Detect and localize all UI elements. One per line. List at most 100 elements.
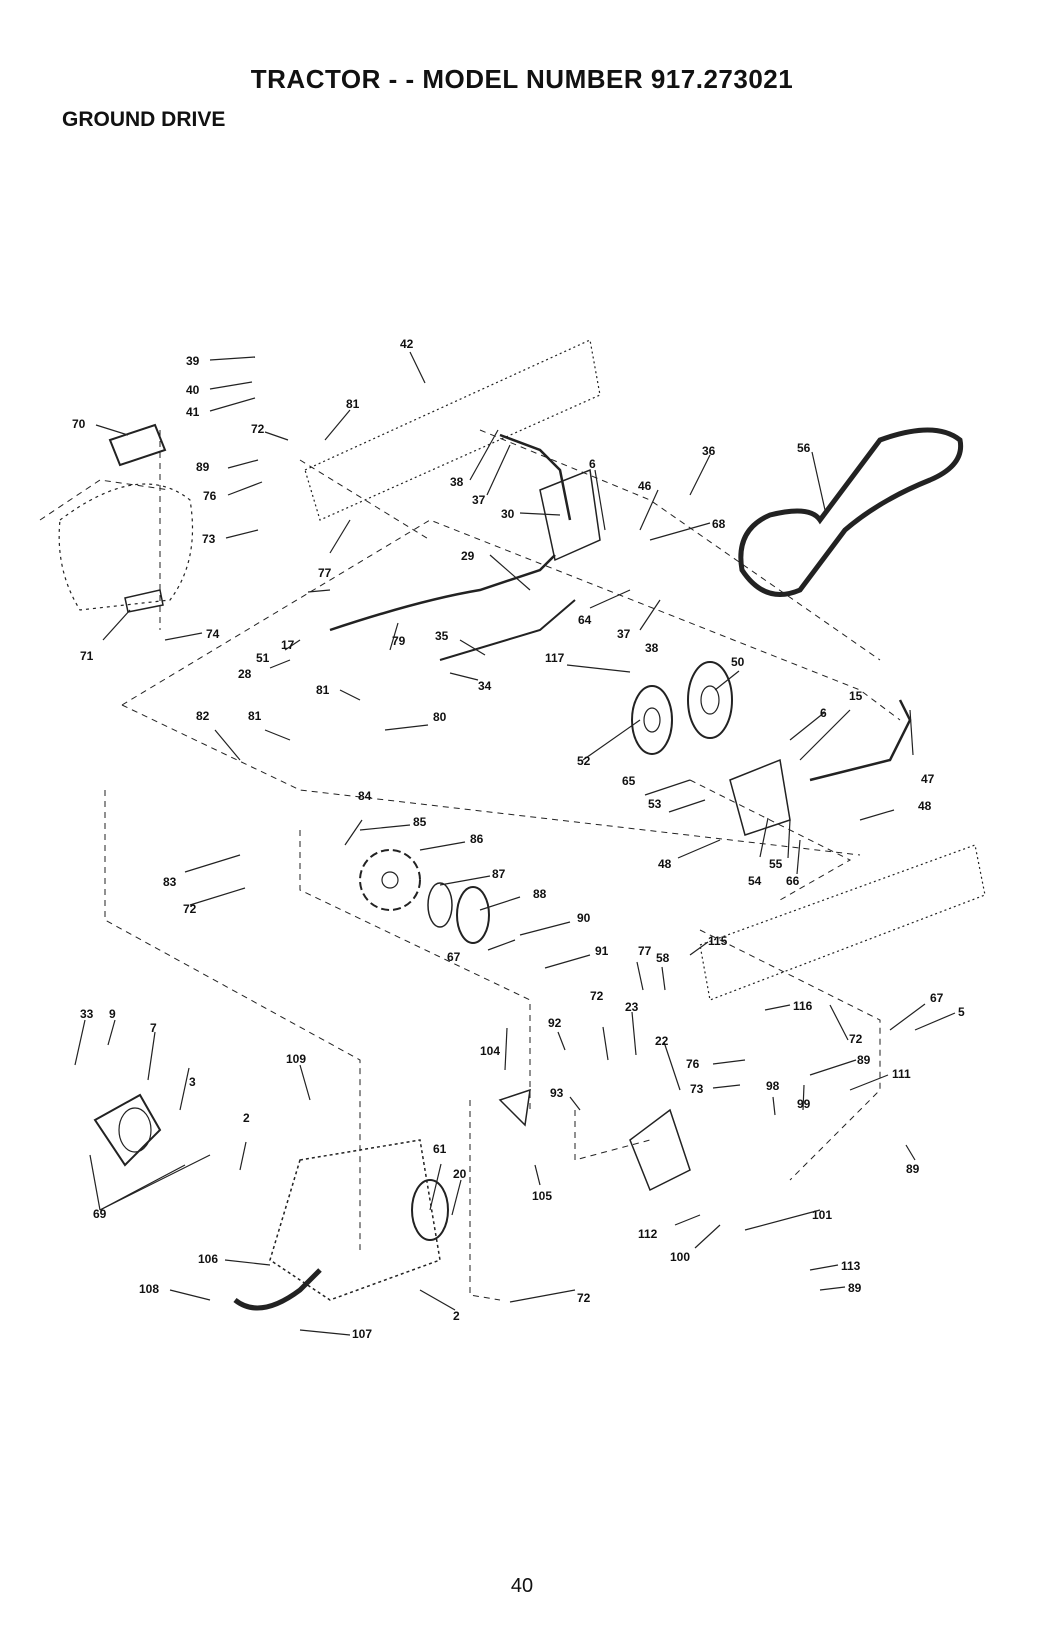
- callout: 23: [625, 1000, 639, 1014]
- callout: 15: [849, 689, 863, 703]
- callout: 106: [198, 1252, 218, 1266]
- callout: 6: [820, 706, 827, 720]
- callout: 67: [930, 991, 944, 1005]
- callout: 89: [848, 1281, 862, 1295]
- callout: 111: [892, 1067, 911, 1081]
- callout: 89: [857, 1053, 871, 1067]
- callout: 37: [472, 493, 486, 507]
- callout: 98: [766, 1079, 780, 1093]
- callout: 101: [812, 1208, 832, 1222]
- callout: 72: [251, 422, 265, 436]
- callout: 55: [769, 857, 783, 871]
- callout: 2: [243, 1111, 250, 1125]
- callout: 72: [849, 1032, 863, 1046]
- callout: 104: [480, 1044, 500, 1058]
- callout: 33: [80, 1007, 94, 1021]
- callout: 81: [248, 709, 262, 723]
- callout: 3: [189, 1075, 196, 1089]
- callout: 115: [708, 934, 728, 948]
- callout: 39: [186, 354, 200, 368]
- callout: 113: [841, 1259, 861, 1273]
- callout: 73: [202, 532, 216, 546]
- callout: 74: [206, 627, 220, 641]
- callout: 7: [150, 1021, 157, 1035]
- callout: 67: [447, 950, 461, 964]
- page-title: TRACTOR - - MODEL NUMBER 917.273021: [250, 64, 794, 94]
- callout: 109: [286, 1052, 306, 1066]
- callout: 79: [392, 634, 406, 648]
- callout: 81: [316, 683, 330, 697]
- callout: 37: [617, 627, 631, 641]
- callout: 34: [478, 679, 492, 693]
- callout: 51: [256, 651, 270, 665]
- callout: 66: [786, 874, 800, 888]
- callout: 48: [918, 799, 932, 813]
- callout: 89: [906, 1162, 920, 1176]
- callout: 77: [638, 944, 652, 958]
- callout: 58: [656, 951, 670, 965]
- callout: 20: [453, 1167, 467, 1181]
- callout: 81: [346, 397, 360, 411]
- callout: 82: [196, 709, 210, 723]
- callout: 50: [731, 655, 745, 669]
- section-subtitle: GROUND DRIVE: [62, 108, 226, 131]
- callout: 30: [501, 507, 515, 521]
- callout: 70: [72, 417, 86, 431]
- callout: 29: [461, 549, 475, 563]
- callout: 2: [453, 1309, 460, 1323]
- callout: 91: [595, 944, 609, 958]
- callout: 69: [93, 1207, 107, 1221]
- callout: 99: [797, 1097, 811, 1111]
- callout: 52: [577, 754, 591, 768]
- callout: 72: [183, 902, 197, 916]
- callout: 83: [163, 875, 177, 889]
- callout: 42: [400, 337, 414, 351]
- callout: 100: [670, 1250, 690, 1264]
- callout: 38: [450, 475, 464, 489]
- callout: 17: [281, 638, 295, 652]
- callout: 105: [532, 1189, 552, 1203]
- callout: 76: [686, 1057, 700, 1071]
- callout: 72: [577, 1291, 591, 1305]
- callout: 28: [238, 667, 252, 681]
- callout: 61: [433, 1142, 447, 1156]
- callout: 9: [109, 1007, 116, 1021]
- callout: 90: [577, 911, 591, 925]
- callout: 93: [550, 1086, 564, 1100]
- callout: 88: [533, 887, 547, 901]
- page-number: 40: [510, 1575, 534, 1597]
- callout: 73: [690, 1082, 704, 1096]
- callout: 112: [638, 1227, 658, 1241]
- callout: 68: [712, 517, 726, 531]
- callout: 71: [80, 649, 94, 663]
- callout: 117: [545, 651, 565, 665]
- callout: 86: [470, 832, 484, 846]
- callout: 35: [435, 629, 449, 643]
- callout: 89: [196, 460, 210, 474]
- callout: 38: [645, 641, 659, 655]
- callout: 41: [186, 405, 200, 419]
- callout: 22: [655, 1034, 669, 1048]
- callout: 36: [702, 444, 716, 458]
- callout: 85: [413, 815, 427, 829]
- callout: 72: [590, 989, 604, 1003]
- callout: 6: [589, 457, 596, 471]
- callout: 92: [548, 1016, 562, 1030]
- callout: 53: [648, 797, 662, 811]
- callout: 54: [748, 874, 762, 888]
- callout: 47: [921, 772, 935, 786]
- callout: 76: [203, 489, 217, 503]
- callout: 65: [622, 774, 636, 788]
- callout: 64: [578, 613, 592, 627]
- callout: 56: [797, 441, 811, 455]
- callout: 107: [352, 1327, 372, 1341]
- callout: 80: [433, 710, 447, 724]
- callout: 46: [638, 479, 652, 493]
- callout: 84: [358, 789, 372, 803]
- callout: 116: [793, 999, 813, 1013]
- callout: 77: [318, 566, 332, 580]
- callout: 40: [186, 383, 200, 397]
- callout: 5: [958, 1005, 965, 1019]
- callout: 48: [658, 857, 672, 871]
- callout: 108: [139, 1282, 159, 1296]
